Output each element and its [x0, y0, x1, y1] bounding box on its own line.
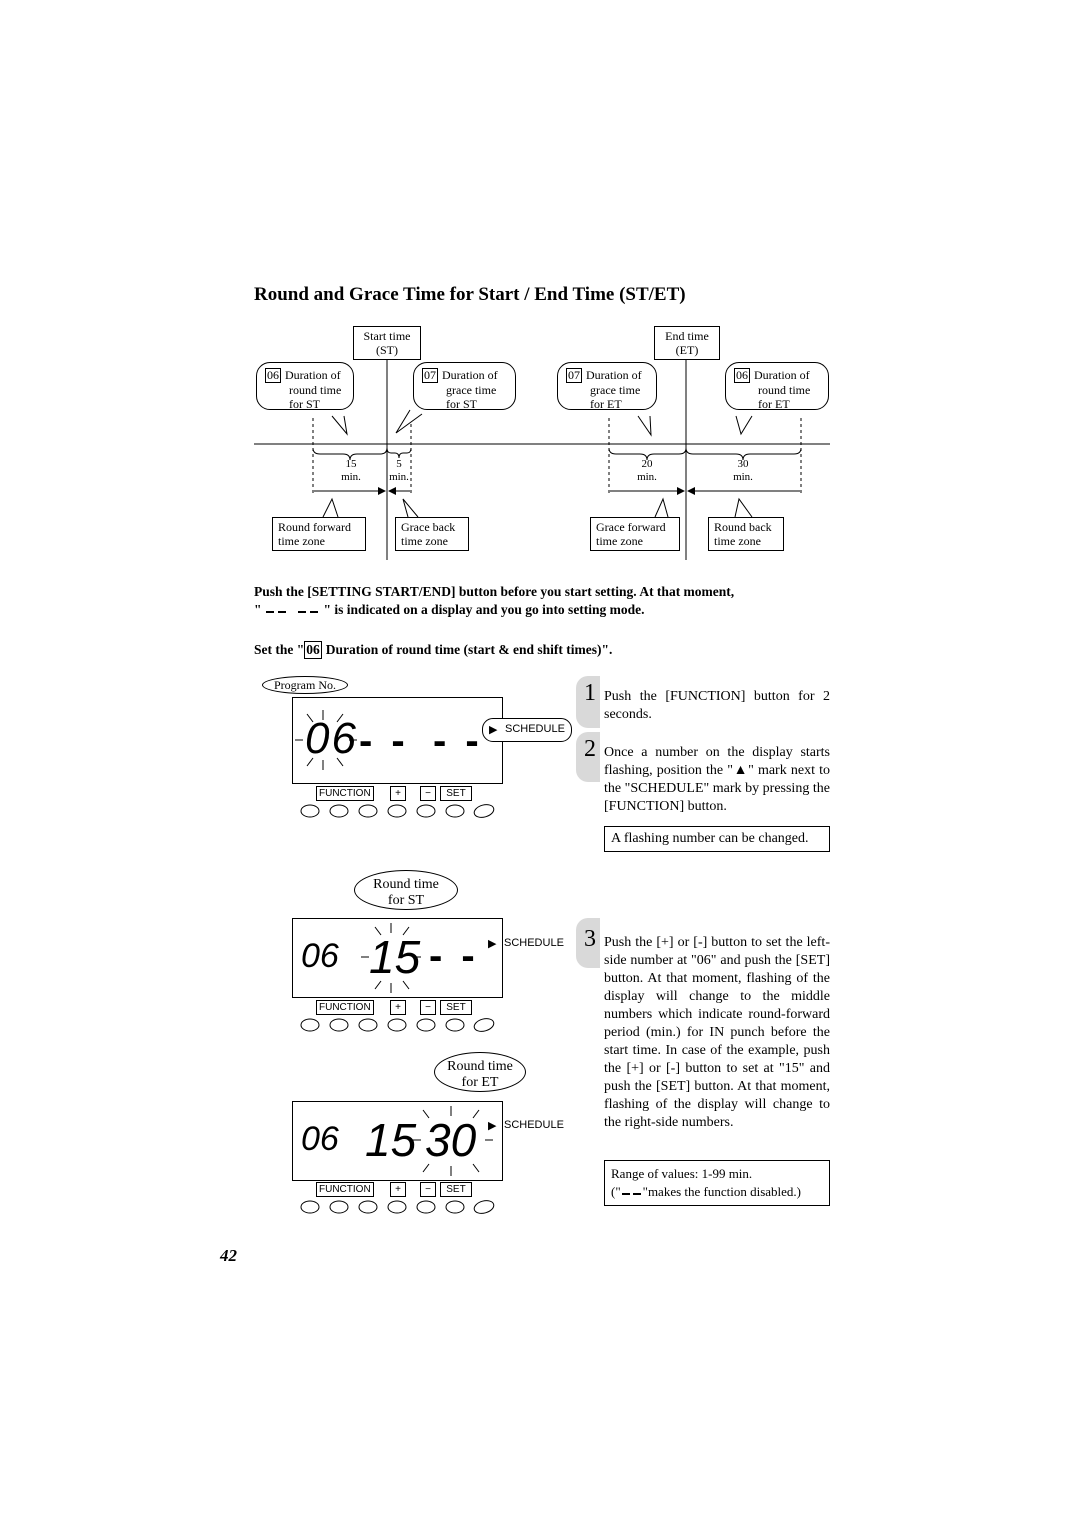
zone-round-back: Round back time zone [708, 517, 784, 551]
lcd-1-left: 06 [305, 714, 358, 763]
instruction-line-2: "" is indicated on a display and you go … [254, 602, 645, 617]
button-ovals-1 [300, 804, 495, 818]
triangle-right-icon: ▶ [489, 724, 498, 736]
round-time-st-label: Round time for ST [354, 870, 458, 910]
plus-button-label: + [390, 1182, 406, 1197]
note-range: Range of values: 1-99 min. (""makes the … [604, 1160, 830, 1206]
function-button-label: FUNCTION [316, 1000, 374, 1015]
program-no-label: Program No. [262, 676, 348, 694]
plus-button-label: + [390, 1000, 406, 1015]
minus-button-label: − [420, 1182, 436, 1197]
lcd-2-mid: 15 [369, 931, 421, 983]
step-2-marker [576, 732, 600, 782]
dash-glyph [265, 610, 318, 613]
lcd-1-right: - - [433, 719, 483, 763]
zone-grace-back: Grace back time zone [395, 517, 469, 551]
triangle-right-icon: ▶ [488, 938, 497, 950]
lcd-display-1-segments [295, 710, 357, 770]
plus-button-label: + [390, 786, 406, 801]
lcd-3-right: 30 [425, 1114, 477, 1166]
start-time-label: Start time (ST) [353, 326, 421, 360]
lcd-1-mid: - - [359, 719, 409, 763]
lcd-2-right: - - [429, 934, 479, 978]
set-button-label: SET [440, 1000, 472, 1015]
button-row-3: FUNCTION + − SET [316, 1182, 476, 1198]
end-time-label: End time (ET) [654, 326, 720, 360]
step-2-number: 2 [584, 736, 596, 762]
page-title: Round and Grace Time for Start / End Tim… [254, 284, 686, 305]
schedule-indicator-3: ▶ SCHEDULE [482, 1116, 570, 1136]
function-button-label: FUNCTION [316, 786, 374, 801]
round-time-et-label: Round time for ET [434, 1052, 526, 1092]
step-2-text: Once a number on the display starts flas… [604, 745, 830, 814]
function-button-label: FUNCTION [316, 1182, 374, 1197]
zone-round-forward: Round forward time zone [272, 517, 366, 551]
button-row-1: FUNCTION + − SET [316, 786, 476, 802]
dash-glyph [621, 1193, 641, 1196]
lcd-3-mid: 15 [365, 1114, 417, 1166]
step-1-number: 1 [584, 680, 596, 706]
diagram-lines [254, 356, 830, 560]
zone-grace-forward: Grace forward time zone [590, 517, 680, 551]
step-1-text: Push the [FUNCTION] button for 2 seconds… [604, 689, 830, 722]
schedule-indicator-2: ▶ SCHEDULE [482, 934, 570, 954]
note-flashing: A flashing number can be changed. [604, 826, 830, 852]
lcd-display-2-segments [361, 923, 421, 993]
lcd-display-2: 06 15 - - [292, 918, 503, 998]
lcd-3-left: 06 [301, 1120, 339, 1158]
button-ovals-2 [300, 1018, 495, 1032]
set-button-label: SET [440, 1182, 472, 1197]
lcd-display-1: 06 - - - - [292, 697, 503, 784]
minus-button-label: − [420, 1000, 436, 1015]
lcd-2-left: 06 [301, 937, 339, 975]
triangle-right-icon: ▶ [488, 1120, 497, 1132]
button-ovals-3 [300, 1200, 495, 1214]
schedule-indicator-1: ▶ SCHEDULE [482, 718, 572, 742]
step-3-marker [576, 918, 600, 968]
minus-button-label: − [420, 786, 436, 801]
lcd-display-3: 06 15 30 [292, 1101, 503, 1181]
button-row-2: FUNCTION + − SET [316, 1000, 476, 1016]
schedule-label: SCHEDULE [504, 937, 564, 949]
lcd-display-3-segments [413, 1106, 493, 1176]
step-1-marker [576, 676, 600, 728]
instruction-line-1: Push the [SETTING START/END] button befo… [254, 584, 735, 599]
interval-20: 20 min. [637, 458, 657, 483]
schedule-label: SCHEDULE [504, 1119, 564, 1131]
interval-5: 5 min. [389, 458, 409, 483]
set-button-label: SET [440, 786, 472, 801]
step-3-number: 3 [584, 926, 596, 952]
step-3-text: Push the [+] or [-] button to set the le… [604, 935, 830, 1130]
interval-30: 30 min. [733, 458, 753, 483]
interval-15: 15 min. [341, 458, 361, 483]
page-number: 42 [220, 1246, 237, 1265]
schedule-label: SCHEDULE [505, 723, 565, 735]
